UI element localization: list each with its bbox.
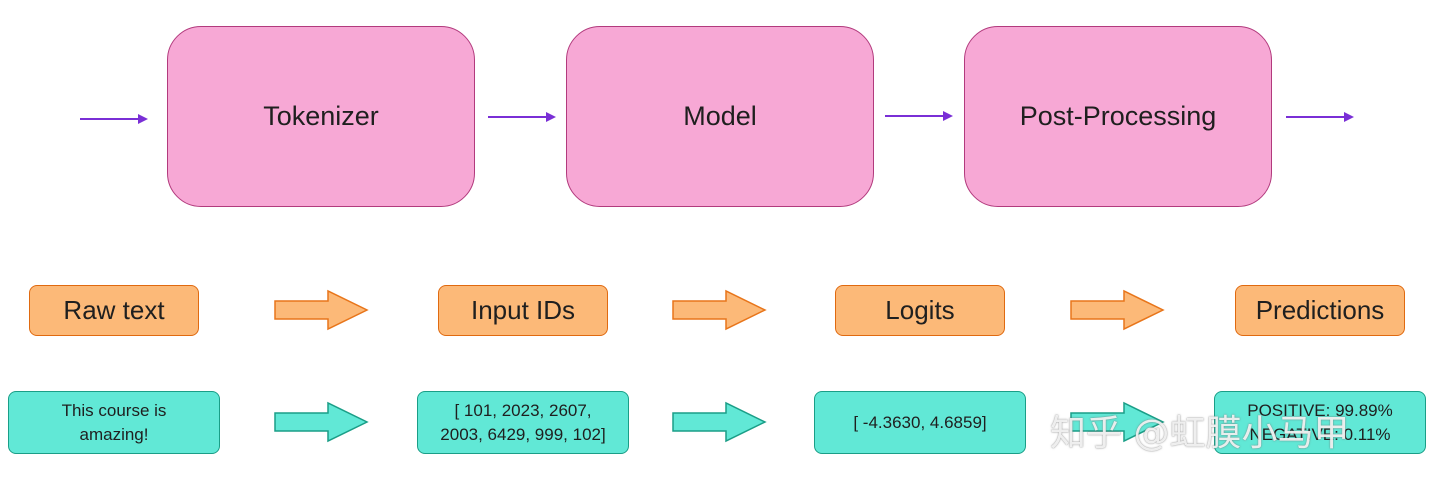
tokenizer-box: Tokenizer	[167, 26, 475, 207]
tokenizer-label: Tokenizer	[263, 101, 379, 131]
data-arrow-2	[672, 401, 767, 443]
input-ids-label-box: Input IDs	[438, 285, 608, 336]
predictions-label: Predictions	[1255, 295, 1385, 325]
raw-text-label-box: Raw text	[29, 285, 199, 336]
logits-label: Logits	[885, 295, 955, 325]
model-label: Model	[683, 101, 757, 131]
input-ids-example-box: [ 101, 2023, 2607, 2003, 6429, 999, 102]	[417, 391, 629, 454]
label-arrow-2	[672, 289, 767, 331]
input-ids-label: Input IDs	[470, 295, 576, 325]
logits-example-box: [ -4.3630, 4.6859]	[814, 391, 1026, 454]
model-box: Model	[566, 26, 874, 207]
data-arrow-1	[274, 401, 369, 443]
label-arrow-1	[274, 289, 369, 331]
predictions-example: POSITIVE: 99.89% NEGATIVE: 0.11%	[1247, 400, 1393, 444]
raw-text-example: This course is amazing!	[61, 400, 167, 444]
raw-text-example-box: This course is amazing!	[8, 391, 220, 454]
raw-text-label: Raw text	[63, 295, 165, 325]
logits-label-box: Logits	[835, 285, 1005, 336]
input-ids-example: [ 101, 2023, 2607, 2003, 6429, 999, 102]	[440, 400, 606, 444]
data-arrow-3	[1070, 401, 1165, 443]
label-arrow-3	[1070, 289, 1165, 331]
logits-example: [ -4.3630, 4.6859]	[853, 412, 987, 432]
predictions-example-box: POSITIVE: 99.89% NEGATIVE: 0.11%	[1214, 391, 1426, 454]
predictions-label-box: Predictions	[1235, 285, 1405, 336]
postprocessing-box: Post-Processing	[964, 26, 1272, 207]
postprocessing-label: Post-Processing	[1019, 101, 1217, 131]
